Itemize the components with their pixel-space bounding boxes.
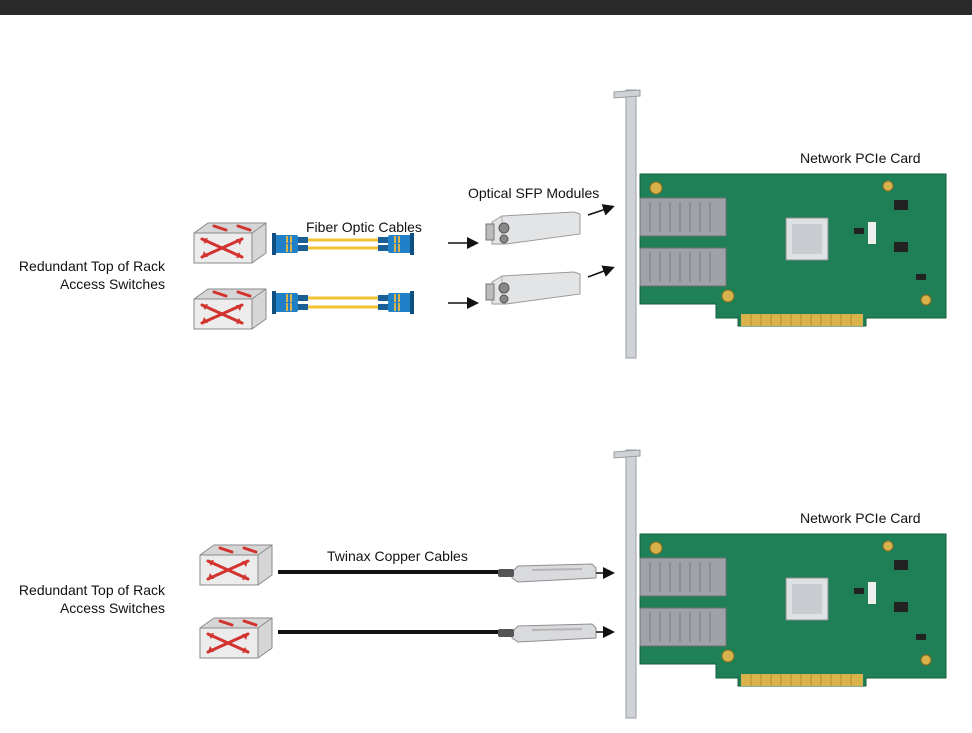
- pcie-card-top: [613, 89, 947, 359]
- pcie-card-label-bottom: Network PCIe Card: [800, 510, 921, 526]
- switches-label-line2-bottom: Access Switches: [59, 600, 165, 616]
- sfp-module-1: [485, 211, 581, 245]
- switches-label-line1-top: Redundant Top of Rack: [18, 258, 165, 274]
- twinax-connector-2: [497, 623, 597, 643]
- sfp-module-2: [485, 271, 581, 305]
- switches-label-line1-bottom: Redundant Top of Rack: [18, 582, 165, 598]
- fiber-cable-2b: [272, 300, 414, 314]
- twinax-cables-label: Twinax Copper Cables: [327, 548, 468, 564]
- sfp-modules-label: Optical SFP Modules: [468, 185, 600, 201]
- switch-1-top: [192, 221, 268, 265]
- switch-2-bottom: [198, 616, 274, 660]
- pcie-card-label-top: Network PCIe Card: [800, 150, 921, 166]
- fiber-cable-1b: [272, 241, 414, 255]
- switches-label-line2-top: Access Switches: [59, 276, 165, 292]
- switch-2-top: [192, 287, 268, 331]
- arrow-sfp-to-card-1: [587, 204, 615, 216]
- arrow-sfp-to-card-2: [587, 265, 615, 278]
- pcie-card-bottom: [613, 449, 947, 719]
- header-bar: [0, 0, 972, 15]
- fiber-cables-label: Fiber Optic Cables: [306, 219, 422, 235]
- twinax-connector-1: [497, 563, 597, 583]
- switch-1-bottom: [198, 543, 274, 587]
